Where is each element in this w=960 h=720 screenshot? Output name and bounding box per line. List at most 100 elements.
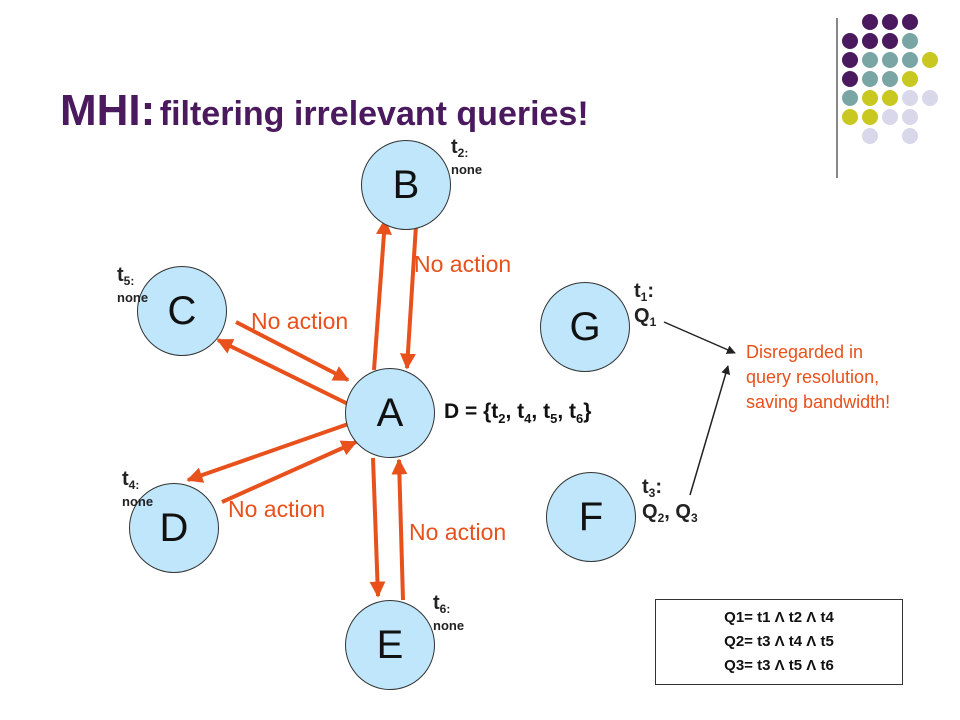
arrow-a-to-e xyxy=(369,457,386,598)
t3-q1sub: 2 xyxy=(657,511,665,526)
query-line-3: Q3= t3 Λ t5 Λ t6 xyxy=(724,657,834,674)
t2-t: t xyxy=(451,136,458,158)
t2-sub: 2: xyxy=(457,146,469,161)
t2-note: none xyxy=(451,161,483,177)
no-action-label-e: No action xyxy=(409,519,507,545)
decorative-dot xyxy=(882,33,898,49)
t5-t: t xyxy=(117,264,124,286)
arrow-f-to-disregard xyxy=(689,365,731,496)
t3-q2: Q xyxy=(675,500,691,523)
node-a: A xyxy=(345,368,435,458)
d-set-label: D = {t2, t4, t5, t6} xyxy=(444,400,591,426)
t4-t: t xyxy=(122,468,129,490)
decorative-dot xyxy=(902,33,918,49)
no-action-label-b: No action xyxy=(414,251,512,277)
t1-t: t xyxy=(634,280,641,302)
decorative-dot xyxy=(902,71,918,87)
disregarded-line-2: query resolution, xyxy=(746,367,880,388)
t1-label: t1: Q1 xyxy=(634,280,656,330)
decorative-dot xyxy=(862,71,878,87)
disregarded-line-3: saving bandwidth! xyxy=(746,392,891,413)
t3-t: t xyxy=(642,476,649,498)
t1-colon: : xyxy=(647,280,655,302)
arrow-a-to-b xyxy=(372,218,392,371)
decorative-divider xyxy=(836,18,838,178)
t6-t: t xyxy=(433,592,440,614)
node-c: C xyxy=(137,266,227,356)
d-set-sub-3: 5 xyxy=(550,411,558,427)
decorative-dot-grid xyxy=(840,14,950,164)
t4-label: t4: none xyxy=(122,468,153,511)
node-d: D xyxy=(129,483,219,573)
decorative-dot xyxy=(902,14,918,30)
node-a-label: A xyxy=(376,390,404,435)
d-set-part-3: , t xyxy=(557,400,576,423)
t2-label: t2: none xyxy=(451,136,482,179)
t3-sep: , xyxy=(664,500,676,523)
d-set-part-2: , t xyxy=(531,400,551,423)
t3-q2sub: 3 xyxy=(690,511,698,526)
decorative-dot xyxy=(882,52,898,68)
no-action-label-c: No action xyxy=(251,308,349,334)
node-b-label: B xyxy=(392,162,420,207)
page-title: MHI: filtering irrelevant queries! xyxy=(60,86,589,136)
t6-sub: 6: xyxy=(439,602,451,617)
decorative-dot xyxy=(882,90,898,106)
decorative-dot xyxy=(902,109,918,125)
t3-colon: : xyxy=(655,476,663,498)
decorative-dot xyxy=(862,33,878,49)
arrow-a-to-d xyxy=(186,420,355,483)
t6-note: none xyxy=(433,617,465,633)
no-action-label-d: No action xyxy=(228,496,326,522)
query-definitions-box: Q1= t1 Λ t2 Λ t4 Q2= t3 Λ t4 Λ t5 Q3= t3… xyxy=(655,599,903,685)
title-main: MHI: xyxy=(60,86,156,135)
decorative-dot xyxy=(922,90,938,106)
d-set-sub-4: 6 xyxy=(575,411,584,427)
decorative-dot xyxy=(862,128,878,144)
decorative-dot xyxy=(842,33,858,49)
decorative-dot xyxy=(862,14,878,30)
arrow-c-to-a xyxy=(235,320,350,382)
decorative-dot xyxy=(902,90,918,106)
t1-qsub: 1 xyxy=(649,315,657,330)
d-set-sub-2: 4 xyxy=(524,411,532,427)
t1-sub: 1 xyxy=(640,290,648,305)
d-set-prefix: D = {t xyxy=(444,400,499,423)
node-d-label: D xyxy=(159,505,189,550)
decorative-dot xyxy=(842,109,858,125)
decorative-dot xyxy=(842,52,858,68)
arrow-d-to-a xyxy=(221,440,358,504)
disregarded-line-1: Disregarded in xyxy=(746,342,864,362)
arrow-e-to-a xyxy=(391,458,408,601)
t4-note: none xyxy=(122,493,154,509)
arrow-b-to-a xyxy=(399,224,418,370)
arrow-a-to-c xyxy=(216,338,349,406)
decorative-dot xyxy=(882,109,898,125)
decorative-dot xyxy=(862,90,878,106)
query-line-1: Q1= t1 Λ t2 Λ t4 xyxy=(724,609,834,626)
node-e-label: E xyxy=(376,622,404,667)
title-sub: filtering irrelevant queries! xyxy=(159,95,589,133)
t6-label: t6: none xyxy=(433,592,464,635)
decorative-dot xyxy=(862,109,878,125)
t5-note: none xyxy=(117,289,149,305)
arrow-g-to-disregard xyxy=(663,321,736,354)
node-f: F xyxy=(546,472,636,562)
t3-sub: 3 xyxy=(648,486,656,501)
decorative-dot xyxy=(842,71,858,87)
d-set-end: } xyxy=(583,400,592,423)
decorative-dot xyxy=(882,14,898,30)
query-line-2: Q2= t3 Λ t4 Λ t5 xyxy=(724,633,834,650)
node-c-label: C xyxy=(167,288,197,333)
node-g-label: G xyxy=(569,304,601,349)
d-set-sub-1: 2 xyxy=(498,411,506,427)
d-set-part-1: , t xyxy=(505,400,525,423)
decorative-dot xyxy=(862,52,878,68)
decorative-dot xyxy=(882,71,898,87)
t1-q: Q xyxy=(634,304,650,327)
t3-label: t3: Q2, Q3 xyxy=(642,476,698,526)
node-f-label: F xyxy=(578,494,604,539)
t3-q1: Q xyxy=(642,500,658,523)
disregarded-note: Disregarded in query resolution, saving … xyxy=(746,340,956,416)
t5-label: t5: none xyxy=(117,264,148,307)
